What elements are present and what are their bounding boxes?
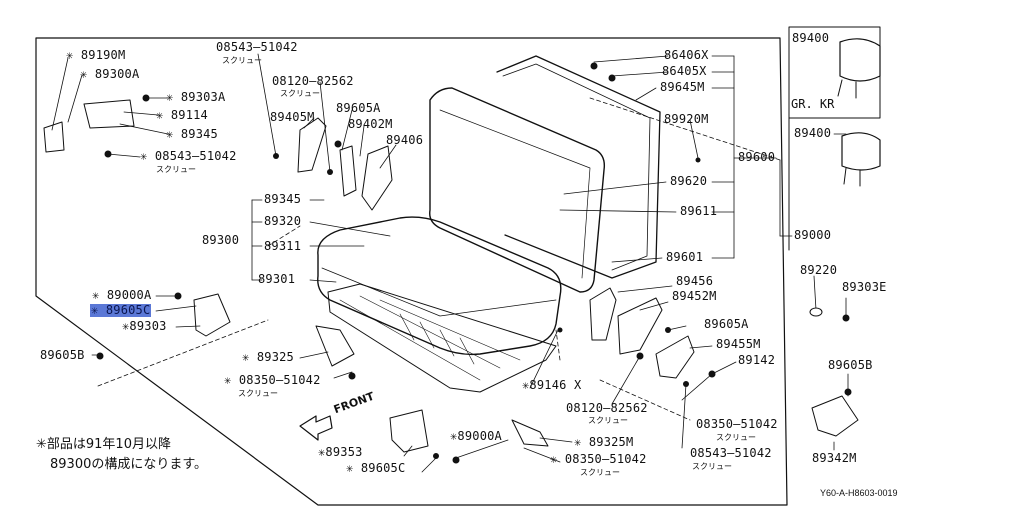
screw-label: スクリュー xyxy=(588,416,628,425)
label-89325M: ✳ 89325M xyxy=(574,435,634,449)
label-89605A-top: 89605A xyxy=(336,101,381,115)
label-08543-51042-left: ✳ 08543–51042 xyxy=(140,149,237,163)
headrest-grade xyxy=(839,38,881,82)
label-89452M: 89452M xyxy=(672,289,717,303)
label-08350-51042-bottom: ✳ 08350–51042 xyxy=(550,452,647,466)
screw-label: スクリュー xyxy=(580,468,620,477)
label-08120-82562-top: 08120–82562 xyxy=(272,74,354,88)
label-89620: 89620 xyxy=(670,174,708,188)
label-08350-51042-right: 08350–51042 xyxy=(696,417,778,431)
label-89311: 89311 xyxy=(264,239,302,253)
label-89142: 89142 xyxy=(738,353,776,367)
seat-frame xyxy=(327,283,557,393)
label-89301: 89301 xyxy=(258,272,296,286)
screw-label: スクリュー xyxy=(222,56,262,65)
label-08350-51042-left: ✳ 08350–51042 xyxy=(224,373,321,387)
label-89345-left: ✳ 89345 xyxy=(166,127,218,141)
label-89342M: 89342M xyxy=(812,451,857,465)
label-89000A-left: ✳ 89000A xyxy=(92,288,152,302)
label-89300A: ✳ 89300A xyxy=(80,67,140,81)
label-89605C-highlighted: ✳ 89605C xyxy=(90,303,152,317)
headrest xyxy=(841,132,881,171)
main-frame xyxy=(35,37,788,506)
label-89114: ✳ 89114 xyxy=(156,108,208,122)
label-89405M: 89405M xyxy=(270,110,315,124)
label-08543-51042-top: 08543–51042 xyxy=(216,40,298,54)
label-89353: ✳89353 xyxy=(318,445,363,459)
label-89605A-right: 89605A xyxy=(704,317,749,331)
label-08120-82562-bottom: 08120–82562 xyxy=(566,401,648,415)
label-89300: 89300 xyxy=(202,233,240,247)
label-89645M: 89645M xyxy=(660,80,705,94)
label-89402M: 89402M xyxy=(348,117,393,131)
label-08543-51042-bottom: 08543–51042 xyxy=(690,446,772,460)
note-line-1: ✳部品は91年10月以降 xyxy=(36,437,171,452)
label-89220: 89220 xyxy=(800,263,838,277)
seat-back-cushion xyxy=(429,87,606,293)
label-89605C-bottom: ✳ 89605C xyxy=(346,461,406,475)
label-89611: 89611 xyxy=(680,204,718,218)
reference-code: Y60-A-H8603-0019 xyxy=(820,488,898,498)
label-89600: 89600 xyxy=(738,150,776,164)
label-89400-grade: 89400 xyxy=(792,31,830,45)
grade-box xyxy=(788,26,881,119)
label-89455M: 89455M xyxy=(716,337,761,351)
screw-label: スクリュー xyxy=(156,165,196,174)
label-89000A-bottom: ✳89000A xyxy=(450,429,502,443)
label-89190M: ✳ 89190M xyxy=(66,48,126,62)
label-89605B-left: 89605B xyxy=(40,348,85,362)
grade-label: GR. KR xyxy=(791,97,835,111)
label-89325: ✳ 89325 xyxy=(242,350,294,364)
label-89345: 89345 xyxy=(264,192,302,206)
label-89456: 89456 xyxy=(676,274,714,288)
label-89406: 89406 xyxy=(386,133,424,147)
seat-cushion xyxy=(317,216,562,356)
label-89146X: ✳89146 X xyxy=(522,378,582,392)
label-89303A: ✳ 89303A xyxy=(166,90,226,104)
label-89320: 89320 xyxy=(264,214,302,228)
label-89000: 89000 xyxy=(794,228,832,242)
screw-label: スクリュー xyxy=(692,462,732,471)
screw-label: スクリュー xyxy=(280,89,320,98)
note-line-2: 89300の構成になります。 xyxy=(50,457,208,472)
label-89605B-right: 89605B xyxy=(828,358,873,372)
seat-back-frame xyxy=(496,55,661,279)
label-89601: 89601 xyxy=(666,250,704,264)
screw-label: スクリュー xyxy=(716,433,756,442)
screw-label: スクリュー xyxy=(238,389,278,398)
label-89400: 89400 xyxy=(794,126,832,140)
front-arrow xyxy=(299,415,333,441)
label-89303: ✳89303 xyxy=(122,319,167,333)
label-89920M: 89920M xyxy=(664,112,709,126)
label-86405X: 86405X xyxy=(662,64,707,78)
label-86406X: 86406X xyxy=(664,48,709,62)
label-89303E: 89303E xyxy=(842,280,887,294)
